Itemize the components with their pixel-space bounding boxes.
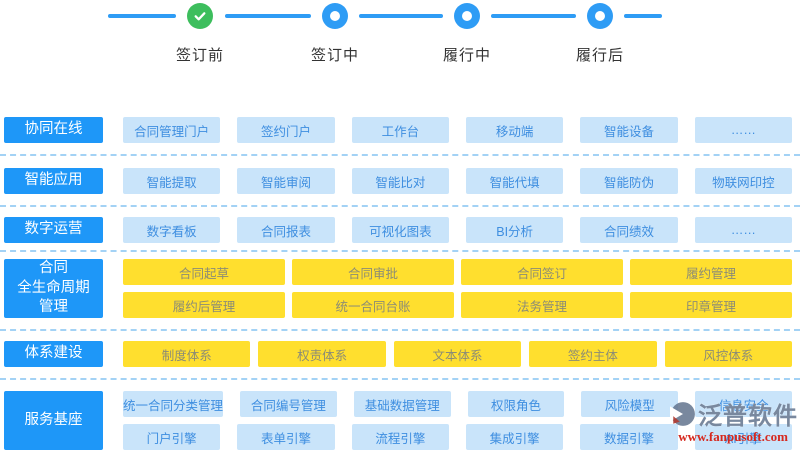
feature-chip: 签约门户 (237, 117, 335, 143)
timeline-step-label: 履行中 (442, 47, 491, 64)
feature-chip-ellipsis: …… (694, 117, 792, 143)
feature-chip: 文本体系 (393, 341, 522, 367)
feature-chip: 合同绩效 (580, 217, 678, 243)
row-online-collaboration: 协同在线 合同管理门户 签约门户 工作台 移动端 智能设备 …… (0, 117, 800, 143)
feature-chip: 风险模型 (581, 391, 679, 417)
feature-chip: 法务管理 (461, 292, 623, 318)
feature-chip: 物联网印控 (694, 168, 792, 194)
timeline-segment (108, 14, 176, 18)
check-icon (194, 12, 206, 21)
timeline-segment (225, 14, 311, 18)
dashed-divider (0, 154, 800, 156)
feature-chip: 门户引擎 (123, 424, 221, 450)
dashed-divider (0, 329, 800, 331)
feature-chip: 基础数据管理 (353, 391, 451, 417)
feature-chip: 合同起草 (123, 259, 285, 285)
feature-chip: 签约主体 (529, 341, 657, 367)
feature-chip: 流程引擎 (351, 424, 449, 450)
feature-chip: 风控体系 (664, 341, 792, 367)
feature-chip: 合同审批 (292, 259, 454, 285)
feature-chip: 合同报表 (237, 217, 335, 243)
timeline-segment (491, 14, 576, 18)
step-dot-icon (595, 11, 605, 21)
feature-chip: 智能代填 (466, 168, 564, 194)
timeline-segment (624, 14, 662, 18)
feature-chip: 合同签订 (461, 259, 623, 285)
feature-chip: 制度体系 (123, 341, 251, 367)
timeline-segment (359, 14, 443, 18)
step-dot-node (587, 3, 613, 29)
step-dot-node (322, 3, 348, 29)
feature-chip: 印章管理 (630, 292, 792, 318)
feature-chip: 数字看板 (123, 217, 221, 243)
feature-chip: AI引擎 (694, 424, 792, 450)
step-done-node (187, 3, 213, 29)
feature-chip: 表单引擎 (237, 424, 335, 450)
feature-chip: 履约管理 (630, 259, 792, 285)
row-system-construction: 体系建设 制度体系 权责体系 文本体系 签约主体 风控体系 (0, 341, 800, 367)
row-label: 协同在线 (4, 117, 103, 143)
timeline-step-label: 签订中 (310, 47, 359, 64)
timeline-step-label: 履行后 (575, 47, 624, 64)
feature-chip: 履约后管理 (123, 292, 285, 318)
step-dot-icon (462, 11, 472, 21)
feature-chip: 智能提取 (123, 168, 221, 194)
feature-chip: 信息安全 (695, 391, 792, 417)
row-label: 合同 全生命周期 管理 (4, 259, 103, 318)
dashed-divider (0, 250, 800, 252)
row-label: 智能应用 (4, 168, 103, 194)
feature-chip: 智能审阅 (237, 168, 335, 194)
dashed-divider (0, 378, 800, 380)
step-dot-node (454, 3, 480, 29)
contract-stage-timeline: 签订前 签订中 履行中 履行后 (0, 0, 800, 72)
feature-chip: 合同编号管理 (240, 391, 337, 417)
feature-chip: 统一合同台账 (292, 292, 454, 318)
row-label: 数字运营 (4, 217, 103, 243)
feature-chip: 智能比对 (351, 168, 449, 194)
feature-chip: 统一合同分类管理 (123, 391, 224, 417)
feature-chip: 工作台 (351, 117, 449, 143)
row-smart-applications: 智能应用 智能提取 智能审阅 智能比对 智能代填 智能防伪 物联网印控 (0, 168, 800, 194)
feature-chip: 数据引擎 (580, 424, 678, 450)
feature-chip: 可视化图表 (351, 217, 449, 243)
feature-chip: 智能防伪 (580, 168, 678, 194)
feature-chip: 权限角色 (467, 391, 565, 417)
feature-chip: 权责体系 (258, 341, 386, 367)
row-contract-lifecycle: 合同 全生命周期 管理 合同起草 合同审批 合同签订 履约管理 履约后管理 统一… (0, 259, 800, 318)
feature-chip: BI分析 (466, 217, 564, 243)
feature-chip: 移动端 (466, 117, 564, 143)
dashed-divider (0, 205, 800, 207)
row-digital-operations: 数字运营 数字看板 合同报表 可视化图表 BI分析 合同绩效 …… (0, 217, 800, 243)
feature-chip: 集成引擎 (466, 424, 564, 450)
step-dot-icon (330, 11, 340, 21)
row-service-foundation: 服务基座 统一合同分类管理 合同编号管理 基础数据管理 权限角色 风险模型 信息… (0, 391, 800, 450)
timeline-step-label: 签订前 (175, 47, 224, 64)
row-label: 体系建设 (4, 341, 103, 367)
row-label: 服务基座 (4, 391, 103, 450)
feature-chip: 合同管理门户 (123, 117, 221, 143)
feature-chip: 智能设备 (580, 117, 678, 143)
feature-chip-ellipsis: …… (694, 217, 792, 243)
